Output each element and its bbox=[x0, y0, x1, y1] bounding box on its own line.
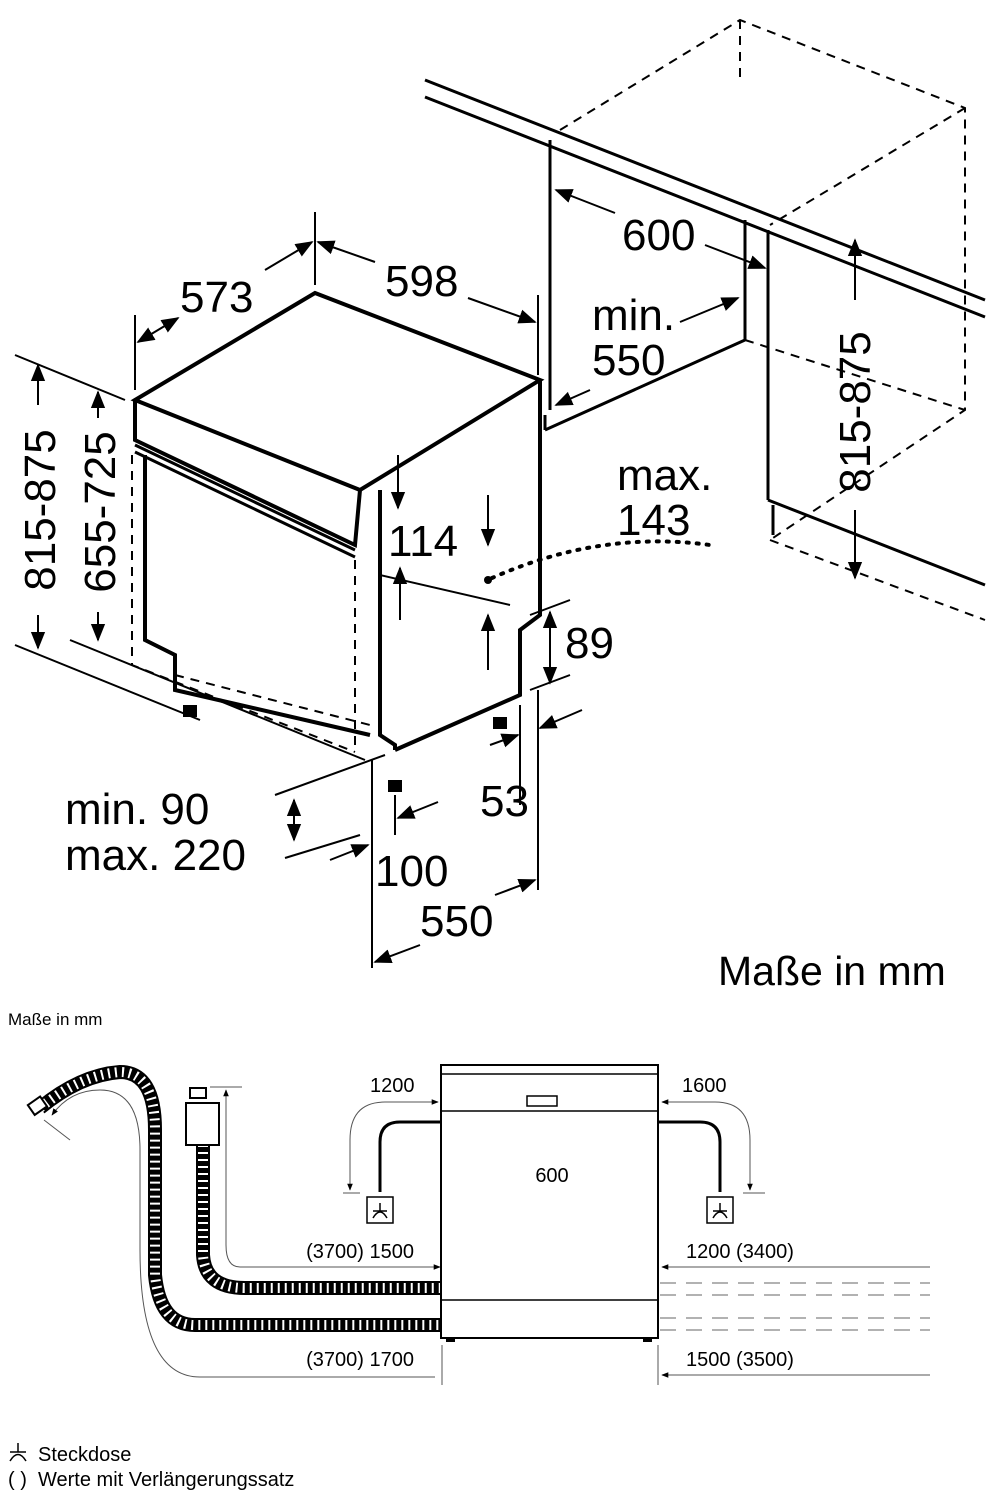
left-power-cable-length: 1200 bbox=[370, 1075, 415, 1097]
right-power-cable-length: 1600 bbox=[682, 1075, 727, 1097]
socket-icon-right bbox=[706, 1196, 734, 1224]
dim-niche-width: 600 bbox=[622, 211, 695, 260]
socket-legend-icon bbox=[9, 1443, 27, 1462]
dishwasher-front bbox=[440, 1064, 659, 1342]
legend: Steckdose ( ) Werte mit Verlängerungssat… bbox=[8, 1443, 294, 1491]
drain-left-length: (3700) 1700 bbox=[306, 1349, 414, 1371]
niche-outline bbox=[424, 18, 986, 621]
dim-niche-depth-label: min. bbox=[592, 291, 675, 340]
dim-max-value: 143 bbox=[617, 496, 690, 545]
socket-icon-left bbox=[366, 1196, 394, 1224]
dim-100: 100 bbox=[375, 847, 448, 896]
foot-front bbox=[388, 780, 402, 792]
dimension-lines bbox=[14, 189, 863, 968]
dim-niche-height: 815-875 bbox=[831, 331, 880, 492]
dim-niche-depth-value: 550 bbox=[592, 336, 665, 385]
inlet-left-length: (3700) 1500 bbox=[306, 1241, 414, 1263]
dim-89: 89 bbox=[565, 619, 614, 668]
inlet-right-length: 1200 (3400) bbox=[686, 1241, 794, 1263]
legend-parens-label: Werte mit Verlängerungssatz bbox=[38, 1469, 294, 1491]
dim-53: 53 bbox=[480, 777, 529, 826]
drain-hose bbox=[26, 1064, 442, 1332]
legend-socket-label: Steckdose bbox=[38, 1444, 131, 1466]
foot-right bbox=[493, 717, 507, 729]
power-cables bbox=[366, 1120, 734, 1224]
legend-parens-symbol: ( ) bbox=[8, 1469, 27, 1491]
inlet-hose bbox=[185, 1087, 442, 1295]
dim-114: 114 bbox=[388, 517, 458, 566]
dim-max-label: max. bbox=[617, 451, 712, 500]
width-label: 600 bbox=[535, 1165, 568, 1187]
dim-550: 550 bbox=[420, 897, 493, 946]
units-caption-top: Maße in mm bbox=[718, 948, 946, 994]
dim-height-total: 815-875 bbox=[16, 429, 65, 590]
units-caption-bottom: Maße in mm bbox=[8, 1010, 102, 1029]
dim-plinth-min: min. 90 bbox=[65, 785, 209, 834]
dim-height-body: 655-725 bbox=[76, 431, 125, 592]
control-panel-display bbox=[526, 1095, 558, 1107]
dim-plinth-max: max. 220 bbox=[65, 831, 246, 880]
dim-depth: 573 bbox=[180, 273, 253, 322]
dashed-hose-continuation bbox=[660, 1282, 930, 1331]
aquastop-valve bbox=[185, 1102, 220, 1146]
drain-right-length: 1500 (3500) bbox=[686, 1349, 794, 1371]
dim-width: 598 bbox=[385, 257, 458, 306]
